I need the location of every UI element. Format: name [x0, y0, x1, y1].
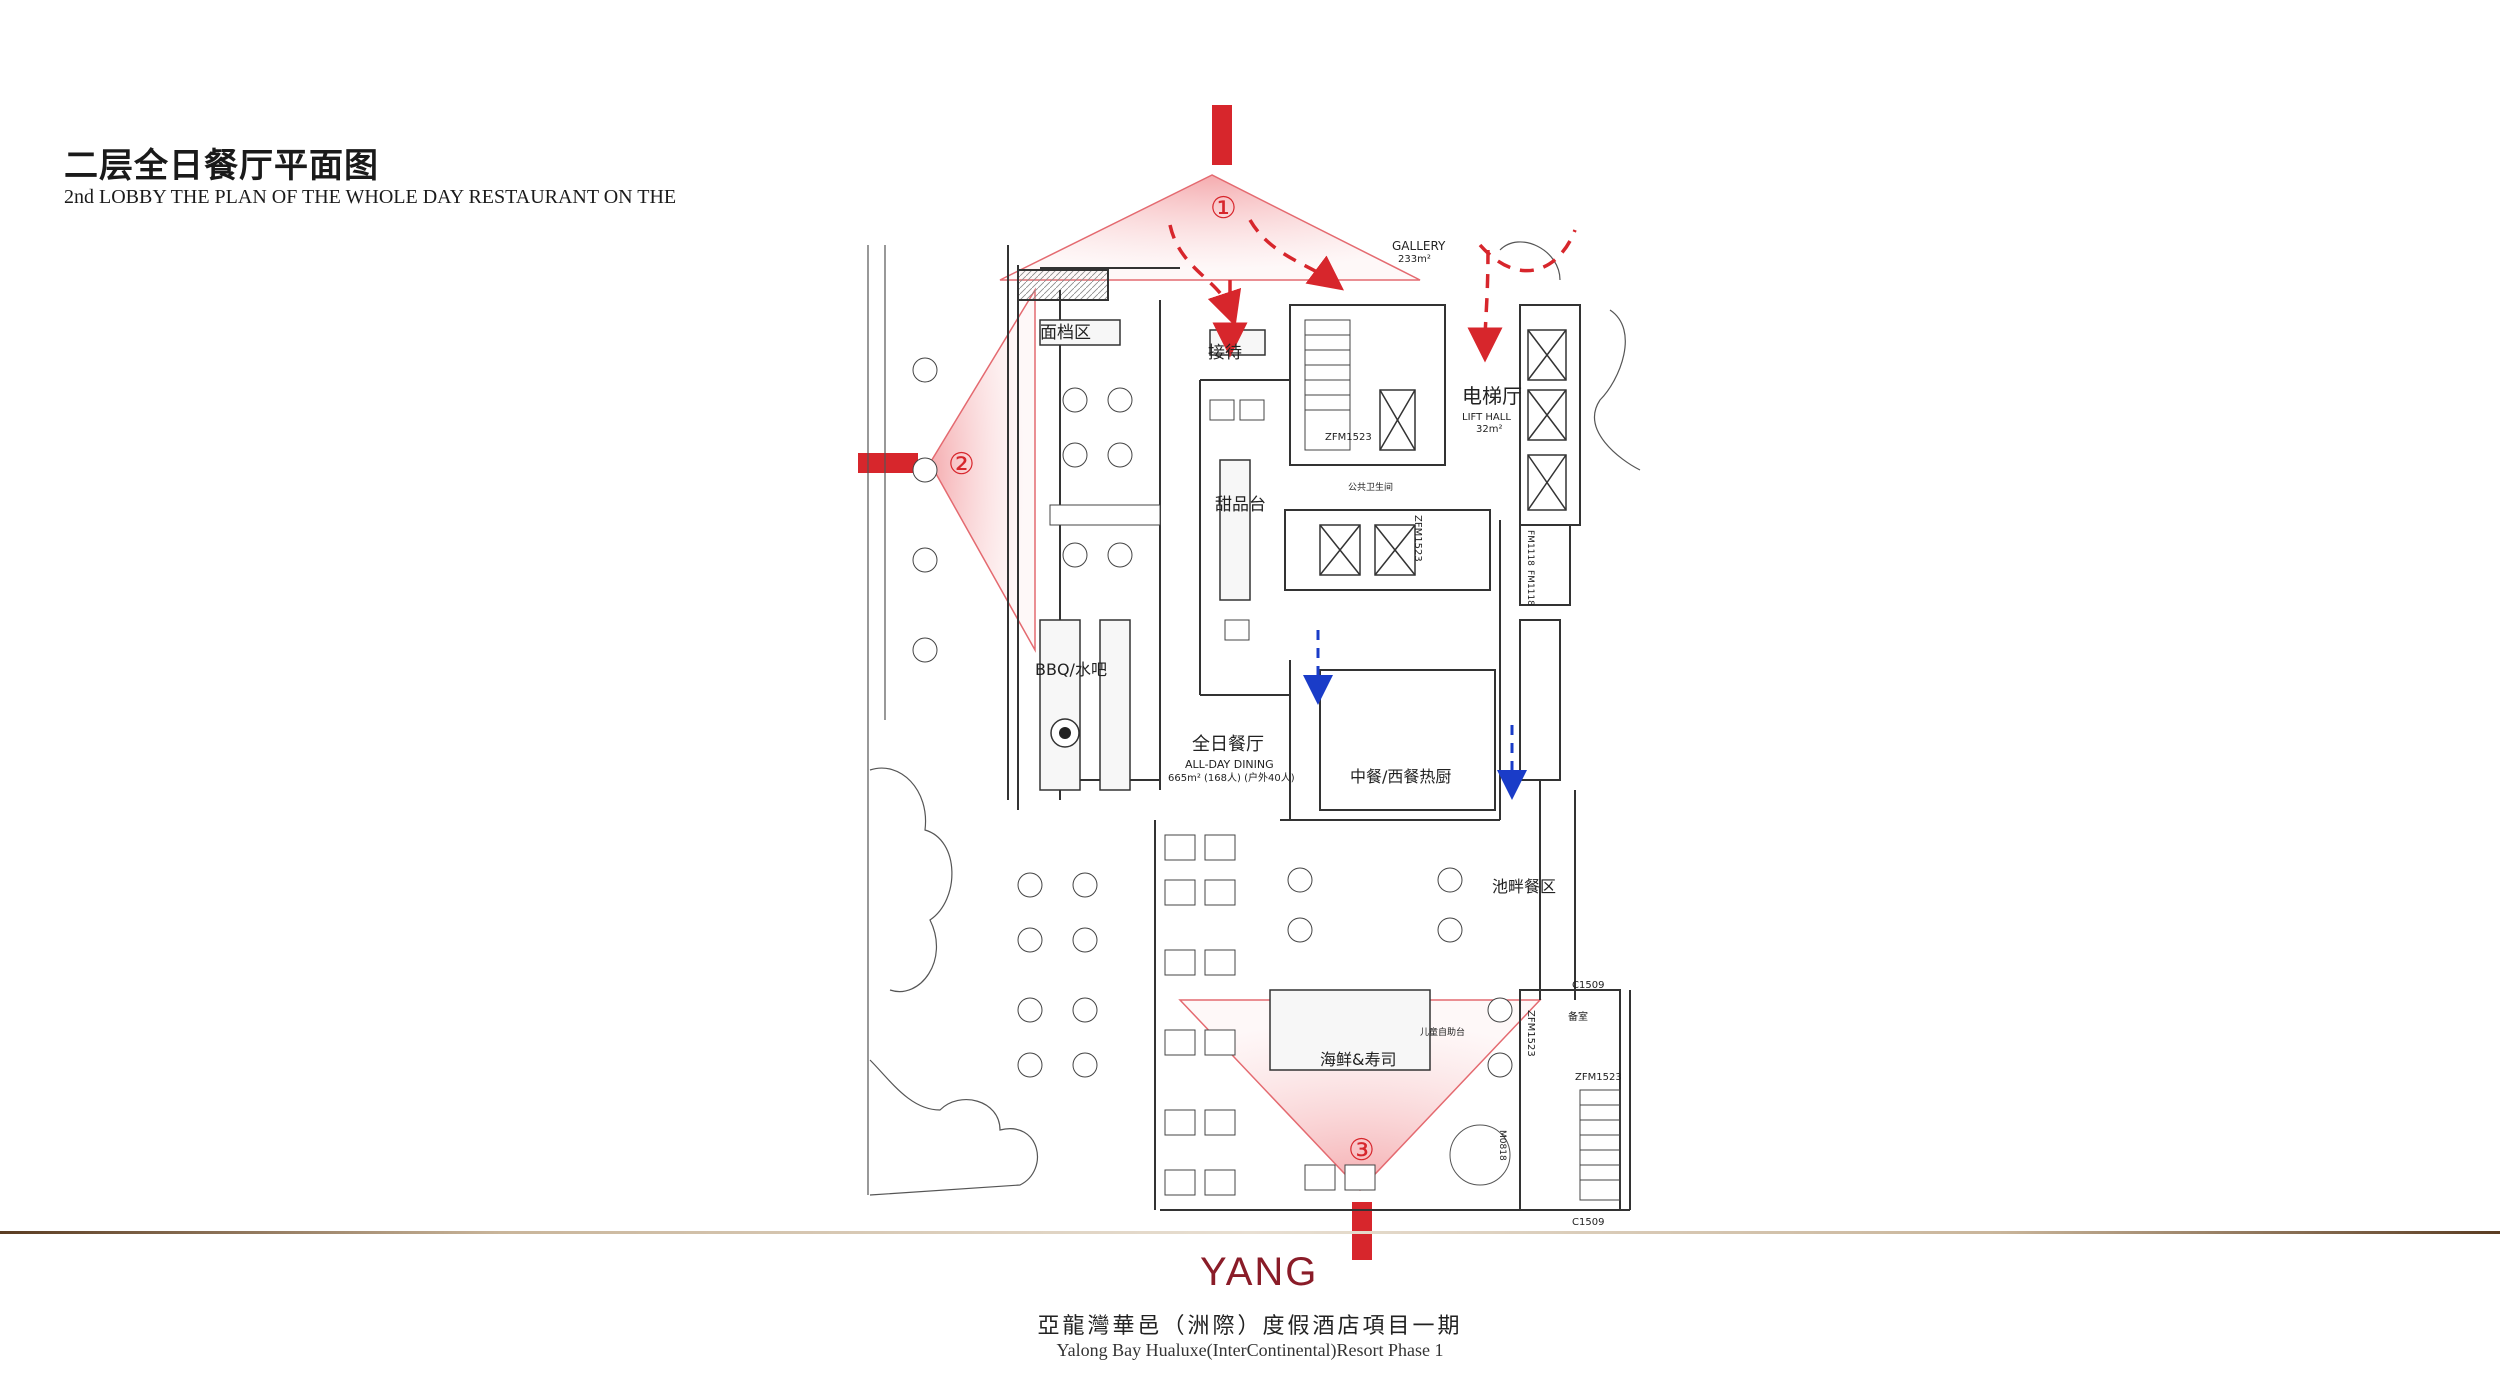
- label-noodle: 面档区: [1040, 323, 1091, 343]
- viewpoint-label-1: ①: [1210, 191, 1237, 226]
- label-bar: 儿童自助台: [1420, 1026, 1465, 1038]
- label-lift-hall-area: 32m²: [1476, 424, 1502, 435]
- page-title: 二层全日餐厅平面图: [64, 146, 379, 186]
- label-gallery: GALLERY: [1392, 239, 1446, 253]
- label-door-3: ZFM1523: [1525, 1010, 1536, 1057]
- viewpoint-marker-2: [858, 453, 918, 473]
- label-all-day-cn: 全日餐厅: [1192, 734, 1264, 755]
- label-window-1: C1509: [1572, 980, 1604, 991]
- view-cone-2: [929, 287, 1036, 653]
- project-name-en: Yalong Bay Hualuxe(InterContinental)Reso…: [1056, 1340, 1444, 1360]
- label-door-1: ZFM1523: [1325, 432, 1372, 443]
- page-subtitle: 2nd LOBBY THE PLAN OF THE WHOLE DAY REST…: [64, 186, 677, 208]
- label-seafood: 海鲜&寿司: [1320, 1050, 1396, 1069]
- label-bbq: BBQ/水吧: [1035, 660, 1107, 679]
- label-door-7: M0818: [1497, 1130, 1507, 1161]
- project-name-cn: 亞龍灣華邑（洲際）度假酒店項目一期: [1037, 1314, 1463, 1339]
- label-outdoor: 池畔餐区: [1492, 877, 1556, 896]
- label-door-2: ZFM1523: [1412, 515, 1423, 562]
- label-window-2: C1509: [1572, 1217, 1604, 1228]
- flow-arrow-4: [1467, 249, 1503, 363]
- label-reception: 接待: [1208, 343, 1242, 363]
- label-all-day-en: ALL-DAY DINING: [1185, 758, 1274, 771]
- viewpoint-marker-1: [1212, 105, 1232, 165]
- flow-arrow-5: [1478, 229, 1577, 273]
- label-kitchen: 中餐/西餐热厨: [1350, 767, 1451, 786]
- label-public-wc: 公共卫生间: [1348, 481, 1393, 493]
- label-door-5: FM1118: [1525, 530, 1535, 566]
- label-gallery-area: 233m²: [1398, 254, 1431, 265]
- label-lift-hall-en: LIFT HALL: [1462, 412, 1511, 423]
- label-all-day-area: 665m² (168人) (户外40人): [1168, 771, 1295, 784]
- label-door-4: ZFM1523: [1575, 1072, 1622, 1083]
- flow-arrow-1: [1168, 224, 1242, 327]
- viewpoint-label-2: ②: [948, 447, 975, 482]
- flow-arrow-2: [1248, 219, 1345, 291]
- label-room: 备室: [1568, 1010, 1588, 1023]
- label-dessert: 甜品台: [1215, 495, 1266, 515]
- footer-divider: [0, 1231, 2500, 1234]
- label-door-6: FM1118: [1525, 570, 1535, 606]
- viewpoint-label-3: ③: [1348, 1133, 1375, 1168]
- label-lift-hall-cn: 电梯厅: [1462, 384, 1522, 408]
- brand-logo: YANG: [1200, 1250, 1319, 1294]
- view-cone-1: [999, 174, 1421, 281]
